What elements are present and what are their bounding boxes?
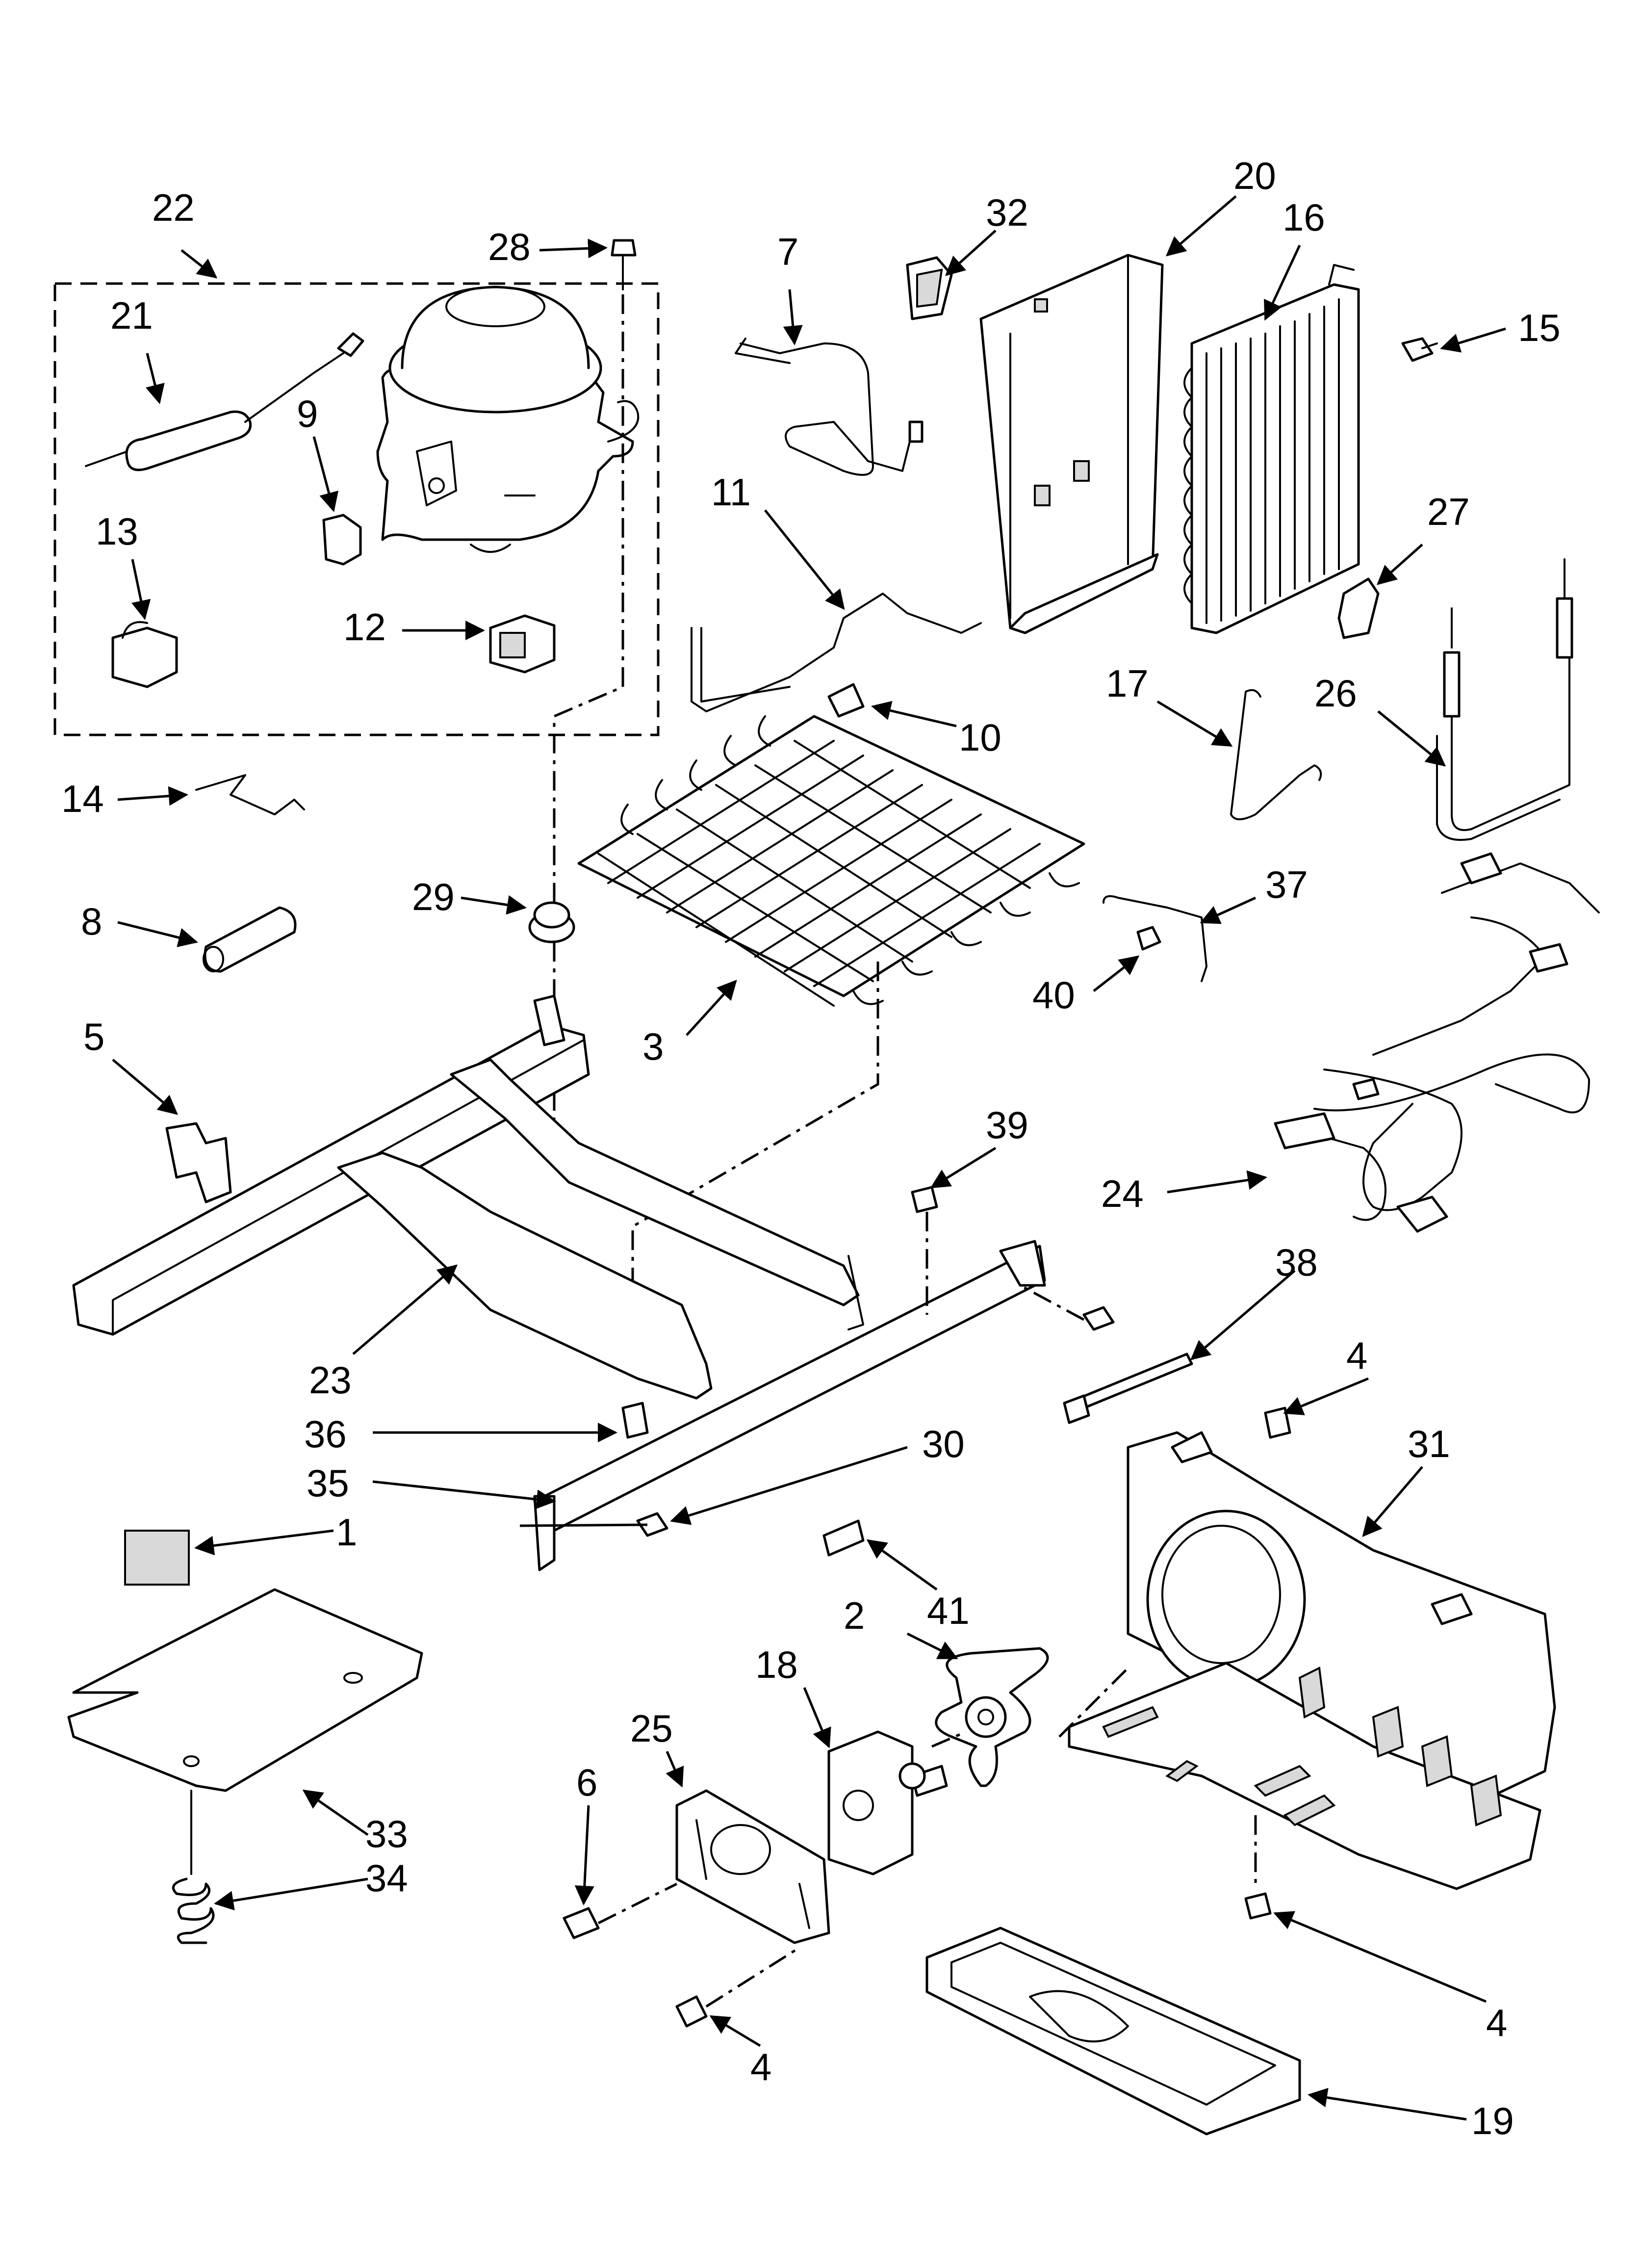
wire-clip-37 [1103, 895, 1207, 982]
evaporator-16 [1183, 264, 1360, 634]
label-7: 7 [777, 230, 798, 273]
compressor-kit-box [53, 282, 660, 736]
screw-4-bottom [675, 1946, 800, 2028]
crossbar-35 [533, 1240, 1046, 1571]
label-23: 23 [309, 1358, 352, 1402]
leader-lines [112, 195, 1506, 2121]
label-39: 39 [986, 1103, 1028, 1147]
label-3: 3 [642, 1025, 664, 1068]
label-4-top: 4 [1346, 1334, 1367, 1377]
wire-17 [1230, 689, 1322, 820]
label-31: 31 [1408, 1422, 1450, 1465]
compressor [376, 286, 640, 553]
tie-strap-38 [1063, 1353, 1193, 1424]
screw-28 [611, 239, 637, 290]
screw-36 [621, 1402, 649, 1439]
label-30: 30 [922, 1422, 965, 1465]
screw-39 [911, 1186, 938, 1315]
label-22: 22 [152, 186, 195, 229]
wire-clip-14 [195, 774, 305, 815]
label-5: 5 [83, 1015, 104, 1058]
label-34: 34 [365, 1856, 408, 1900]
clip-9 [322, 514, 362, 566]
spring-34 [172, 1790, 215, 1944]
label-10: 10 [959, 716, 1001, 759]
label-24: 24 [1101, 1172, 1144, 1215]
label-26: 26 [1314, 672, 1357, 715]
capillary-26 [1436, 558, 1573, 841]
frame-23 [72, 994, 864, 1400]
label-13: 13 [96, 510, 138, 553]
clip-10 [827, 683, 865, 718]
label-40: 40 [1032, 973, 1075, 1017]
label-1: 1 [336, 1511, 357, 1554]
label-19: 19 [1471, 2099, 1514, 2142]
label-2: 2 [844, 1594, 865, 1637]
fan-blade-2 [935, 1647, 1049, 1787]
label-8: 8 [81, 900, 102, 943]
overload-12 [489, 614, 556, 674]
label-4-bottom: 4 [750, 2045, 771, 2088]
label-29: 29 [412, 875, 455, 918]
label-27: 27 [1427, 490, 1470, 533]
drain-pan-19 [925, 1927, 1301, 2136]
label-25: 25 [630, 1707, 673, 1750]
label-18: 18 [755, 1643, 798, 1686]
fan-shroud-31 [1068, 1431, 1556, 1890]
label-9: 9 [297, 392, 318, 435]
screw-6 [563, 1882, 678, 1939]
pad-1 [124, 1530, 190, 1586]
label-6: 6 [576, 1761, 597, 1804]
tube-7 [740, 342, 913, 476]
label-20: 20 [1233, 154, 1276, 197]
tube-8 [203, 906, 297, 973]
evaporator-shroud-20 [979, 254, 1164, 634]
motor-bracket-25 [675, 1789, 830, 1944]
clip-32 [906, 256, 953, 320]
label-15: 15 [1518, 306, 1561, 349]
label-16: 16 [1283, 196, 1325, 239]
label-32: 32 [986, 191, 1028, 234]
screw-15 [1401, 337, 1438, 362]
label-35: 35 [307, 1461, 349, 1505]
label-28: 28 [488, 225, 531, 268]
label-33: 33 [365, 1812, 408, 1855]
label-14: 14 [61, 777, 104, 820]
label-38: 38 [1275, 1241, 1318, 1284]
label-21: 21 [110, 294, 153, 337]
condenser-coil-3 [577, 715, 1085, 1379]
label-11: 11 [711, 470, 751, 514]
clip-27 [1337, 577, 1380, 639]
label-4-right: 4 [1486, 2001, 1507, 2044]
screw-4-right [1244, 1815, 1272, 1920]
label-17: 17 [1106, 662, 1149, 705]
clamp-5 [165, 1122, 232, 1203]
screw-4-top [1264, 1407, 1291, 1439]
label-12: 12 [343, 605, 386, 649]
plug-41 [822, 1519, 865, 1557]
label-37: 37 [1265, 863, 1308, 906]
drier [85, 332, 364, 471]
fan-motor-18 [827, 1730, 948, 1876]
grommet-29 [528, 901, 575, 943]
callout-labels: 22 21 28 7 32 20 16 15 9 11 27 13 12 10 … [61, 154, 1561, 2142]
wire-harness-24 [1274, 852, 1600, 1233]
label-41: 41 [927, 1589, 970, 1632]
cover-33 [67, 1588, 423, 1792]
relay-13 [111, 621, 178, 688]
screw-40 [1136, 926, 1161, 951]
tube-11 [691, 593, 982, 712]
label-36: 36 [304, 1412, 347, 1456]
screw-30 [636, 1284, 1115, 1537]
